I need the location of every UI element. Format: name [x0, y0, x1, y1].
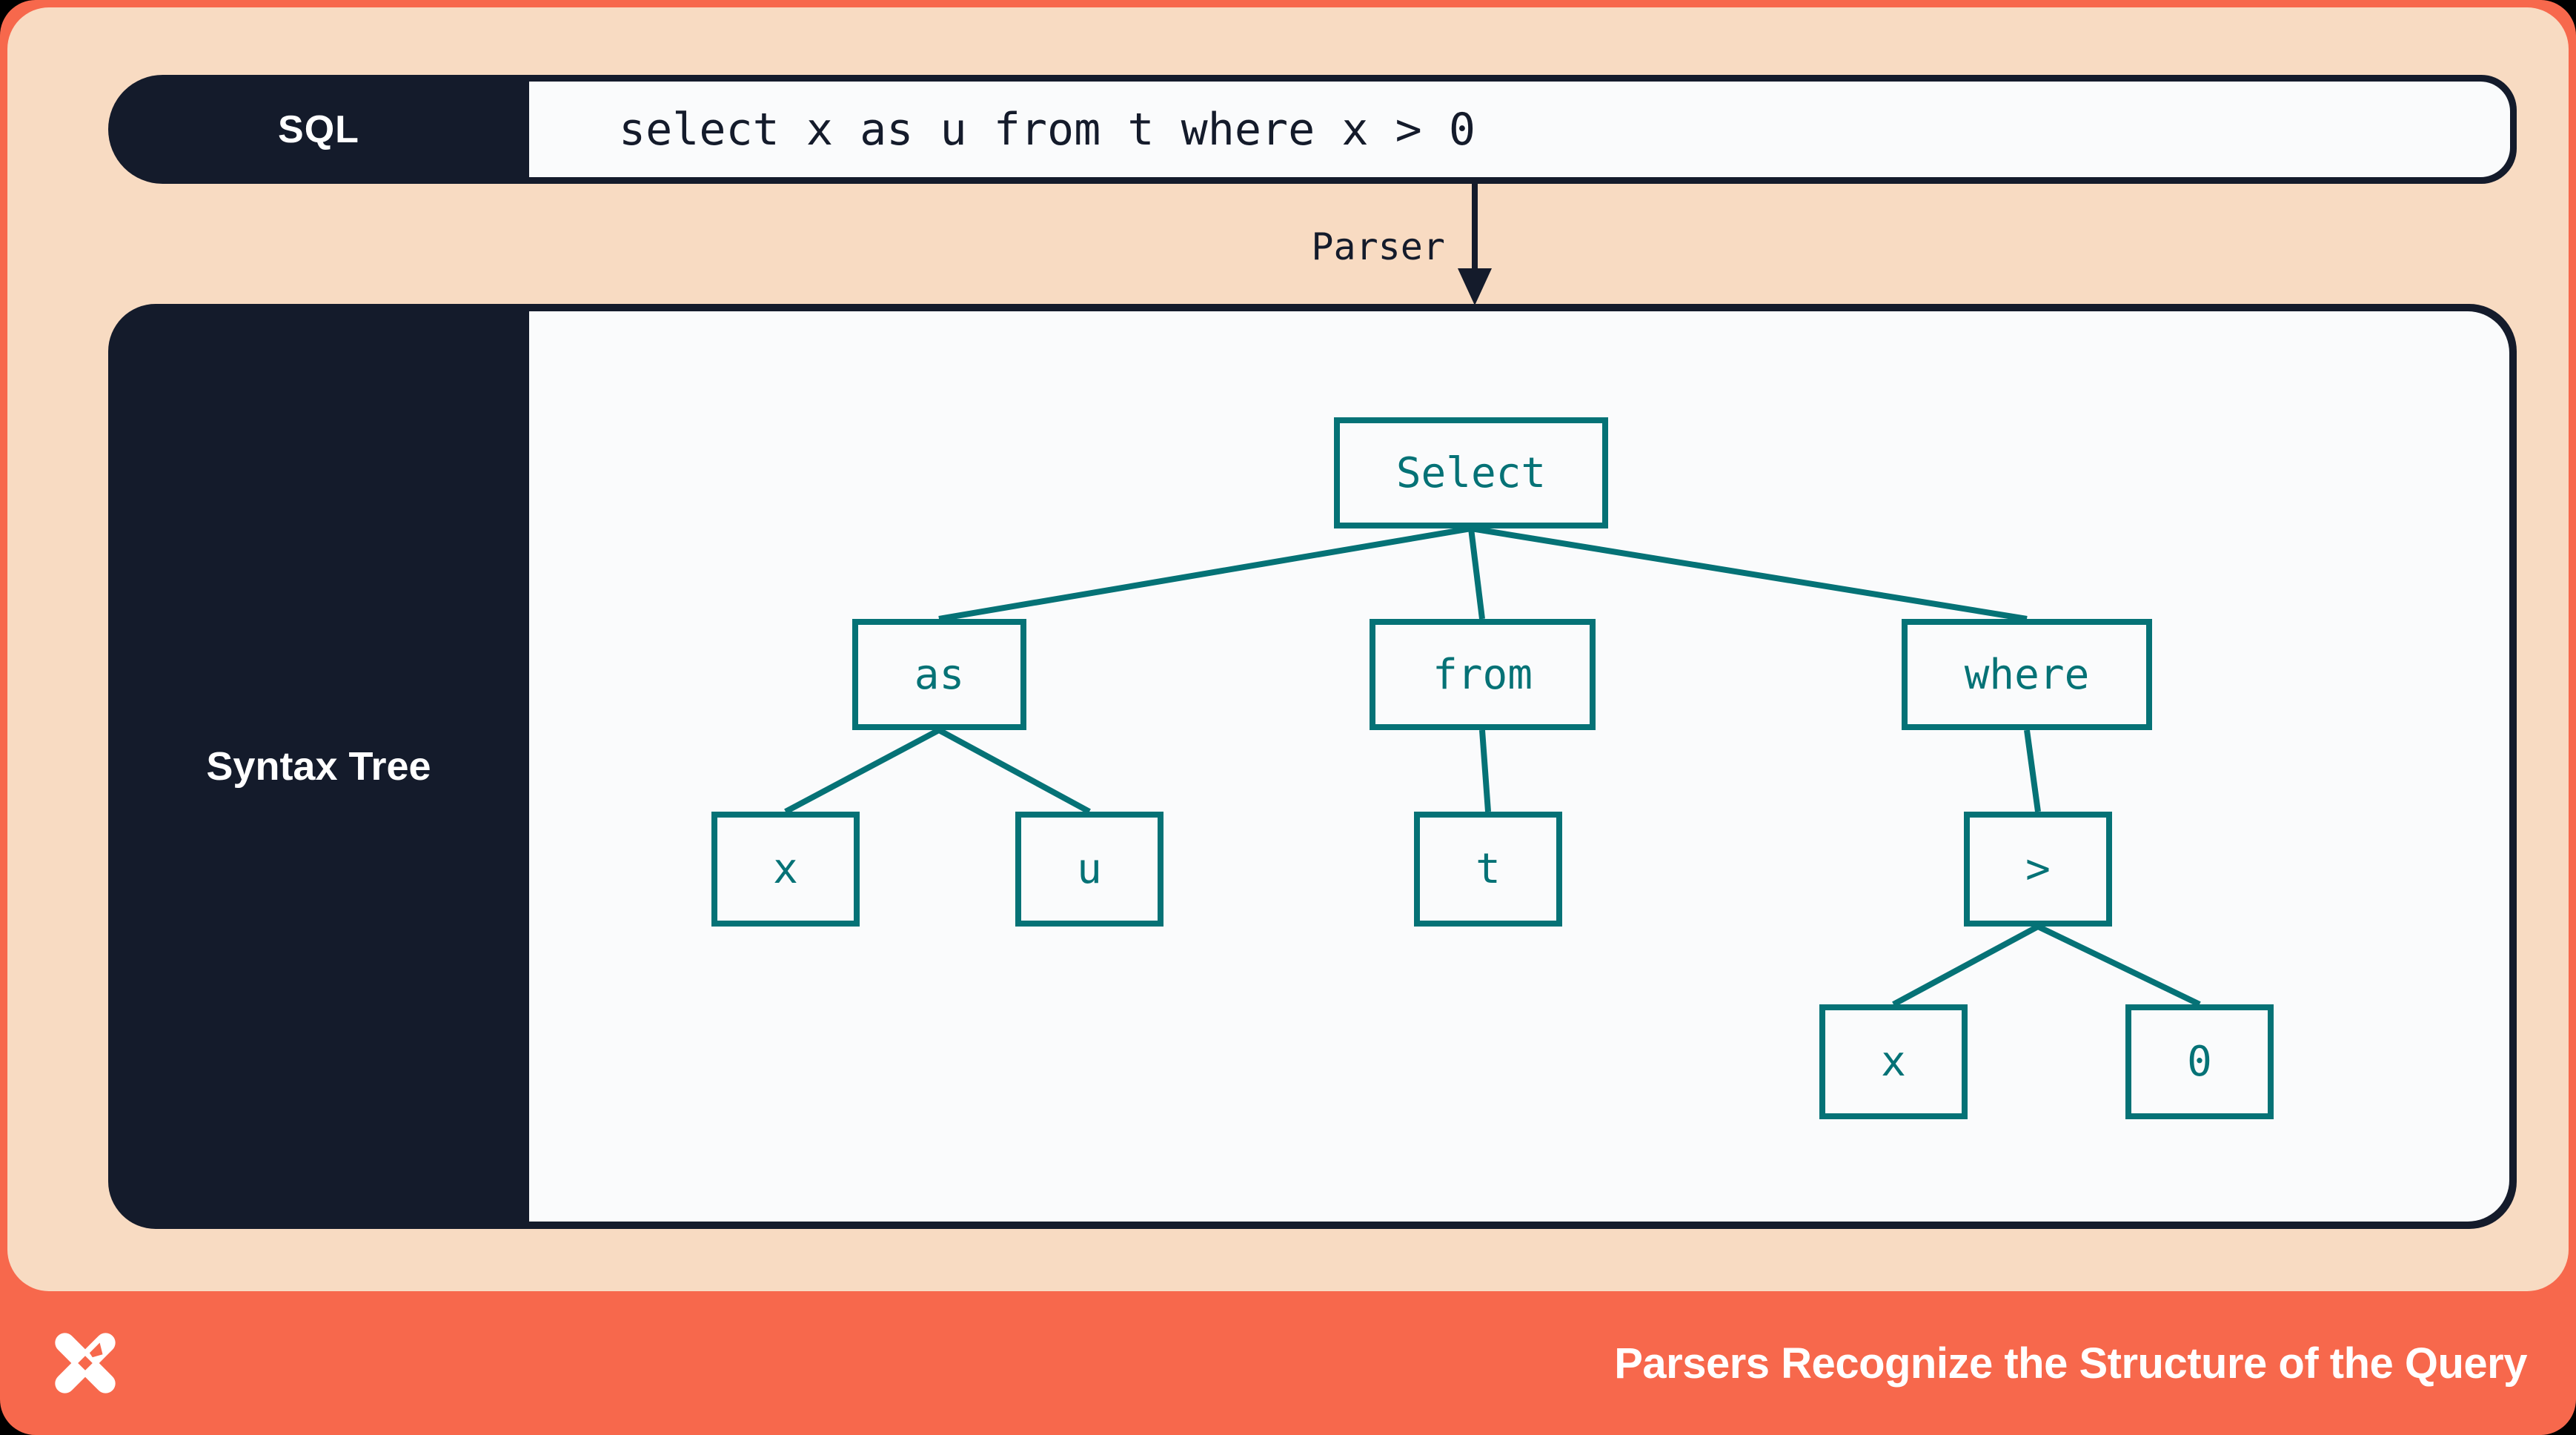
sql-bar-label: SQL — [278, 107, 359, 151]
parser-arrow-line — [1472, 184, 1478, 273]
tree-node-from: from — [1370, 619, 1596, 730]
tree-node-where: where — [1902, 619, 2152, 730]
tree-node-x-alias: x — [711, 812, 860, 927]
dbt-logo-icon — [55, 1333, 116, 1393]
tree-node-as: as — [852, 619, 1026, 730]
syntax-tree-label: Syntax Tree — [206, 744, 431, 789]
tree-node-select: Select — [1334, 417, 1608, 528]
parser-label: Parser — [1311, 225, 1445, 268]
footer-bar: Parsers Recognize the Structure of the Q… — [0, 1291, 2576, 1435]
sql-code-text: select x as u from t where x > 0 — [619, 103, 1475, 156]
tree-node-zero: 0 — [2125, 1004, 2274, 1119]
tree-node-x-operand: x — [1819, 1004, 1968, 1119]
sql-bar: select x as u from t where x > 0 SQL — [108, 75, 2517, 184]
tree-edges — [784, 526, 2201, 1007]
tree-node-u: u — [1015, 812, 1163, 927]
tree-node-t: t — [1414, 812, 1562, 927]
tree-node-gt: > — [1964, 812, 2112, 927]
syntax-tree-box: Select as from where x u t > x 0 Syntax … — [108, 304, 2517, 1229]
footer-title: Parsers Recognize the Structure of the Q… — [1614, 1339, 2527, 1388]
parser-arrow-head-icon — [1458, 268, 1492, 305]
sql-code-area: select x as u from t where x > 0 — [529, 82, 2510, 177]
